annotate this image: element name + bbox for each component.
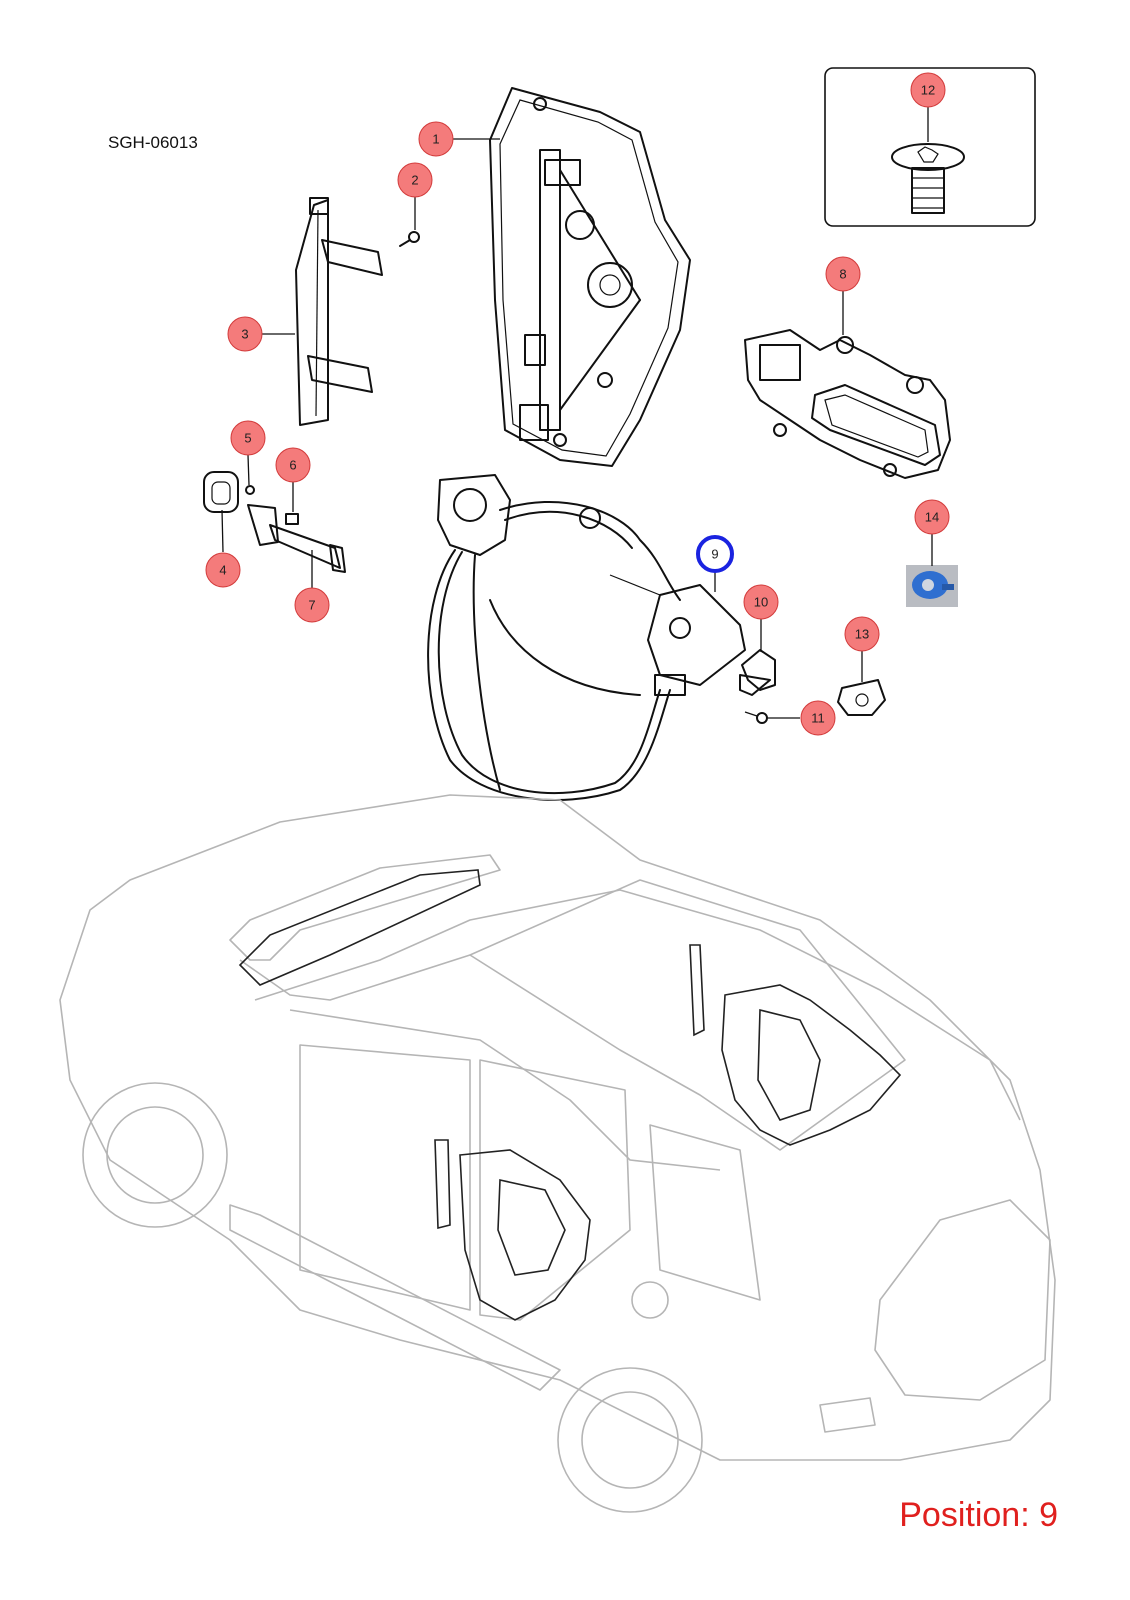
callout-10[interactable]: 10: [743, 584, 779, 620]
callout-label: 13: [855, 627, 869, 642]
part-7-bracket: [247, 504, 346, 573]
callout-circle: [743, 584, 779, 620]
callout-label: 5: [244, 431, 251, 446]
callout-circle: [275, 447, 311, 483]
diagram-code: SGH-06013: [108, 133, 198, 152]
callout-label: 2: [411, 173, 418, 188]
callout-circle: [397, 162, 433, 198]
callout-label: 4: [219, 563, 226, 578]
callout-6[interactable]: 6: [275, 447, 311, 483]
callout-circle: [825, 256, 861, 292]
part-12-inset-box: [824, 67, 1036, 227]
callout-circle: [230, 420, 266, 456]
callout-circle: [418, 121, 454, 157]
vehicle-overview: [59, 794, 1056, 1513]
part-2-screw: [399, 231, 420, 247]
callout-circle: [294, 587, 330, 623]
part-14-sensor: [906, 565, 958, 607]
callout-11[interactable]: 11: [800, 700, 836, 736]
part-5-clip: [245, 485, 255, 495]
part-1-regulator-panel: [489, 87, 691, 467]
callout-13[interactable]: 13: [844, 616, 880, 652]
part-6-bolt: [285, 513, 299, 525]
callout-label: 7: [308, 598, 315, 613]
callout-4[interactable]: 4: [205, 552, 241, 588]
callout-label: 3: [241, 327, 248, 342]
callout-label: 12: [921, 83, 935, 98]
callout-5[interactable]: 5: [230, 420, 266, 456]
callout-7[interactable]: 7: [294, 587, 330, 623]
part-11-screw: [744, 711, 768, 724]
part-3-guide-rail: [295, 197, 383, 426]
callout-circle: [844, 616, 880, 652]
callout-circle: [910, 72, 946, 108]
part-9-door-latch: [427, 474, 746, 801]
callout-label: 1: [432, 132, 439, 147]
leader-lines: [221, 107, 933, 719]
callout-9[interactable]: 9: [696, 535, 734, 573]
callout-label: 10: [754, 595, 768, 610]
callout-label: 9: [711, 547, 718, 562]
callout-3[interactable]: 3: [227, 316, 263, 352]
callout-label: 6: [289, 458, 296, 473]
callout-circle: [205, 552, 241, 588]
callout-8[interactable]: 8: [825, 256, 861, 292]
callout-12[interactable]: 12: [910, 72, 946, 108]
callout-label: 14: [925, 510, 939, 525]
callout-circle: [227, 316, 263, 352]
part-8-door-handle: [744, 329, 951, 479]
callout-circle: [800, 700, 836, 736]
part-4-grommet: [203, 471, 239, 513]
position-label: Position: 9: [899, 1496, 1058, 1534]
callout-14[interactable]: 14: [914, 499, 950, 535]
callout-2[interactable]: 2: [397, 162, 433, 198]
callout-1[interactable]: 1: [418, 121, 454, 157]
callout-circle: [696, 535, 734, 573]
part-10-striker: [739, 649, 776, 696]
callout-label: 11: [811, 711, 825, 726]
part-13-bumper: [837, 679, 886, 716]
callout-label: 8: [839, 267, 846, 282]
callout-circle: [914, 499, 950, 535]
